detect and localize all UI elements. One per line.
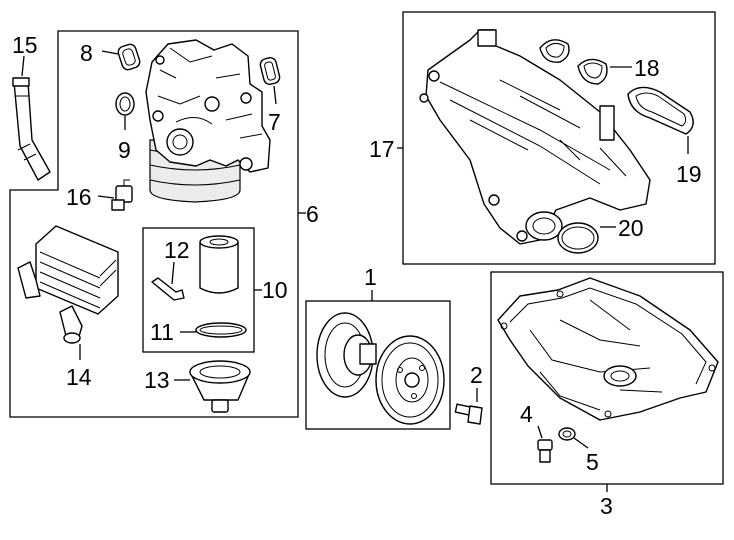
group-box-1 — [305, 300, 451, 430]
leader-12 — [171, 261, 175, 285]
manifold-gasket-18 — [539, 39, 608, 85]
callout-16: 16 — [66, 184, 92, 210]
callout-4: 4 — [520, 401, 533, 427]
drain-plug-gasket — [558, 427, 576, 441]
callout-10: 10 — [262, 277, 288, 303]
callout-2: 2 — [470, 362, 483, 388]
gasket-8 — [117, 43, 141, 71]
group-box-6 — [9, 30, 299, 418]
group-box-17 — [402, 11, 716, 265]
oil-filter-housing — [145, 39, 271, 203]
seal-9 — [115, 92, 135, 116]
callout-7: 7 — [268, 109, 281, 135]
drain-plug — [537, 439, 553, 463]
cooler-hose — [12, 77, 51, 181]
callout-11: 11 — [150, 319, 174, 345]
callout-3: 3 — [600, 493, 613, 519]
callout-15: 15 — [12, 32, 38, 58]
oil-filter-cap — [189, 360, 251, 413]
callout-9: 9 — [118, 137, 131, 163]
callout-8: 8 — [80, 40, 93, 66]
callout-14: 14 — [66, 364, 92, 390]
pulley-bolt — [454, 403, 483, 425]
pressure-sensor — [111, 179, 133, 211]
leader-16 — [97, 195, 115, 199]
leader-4 — [537, 425, 543, 439]
leader-5 — [573, 437, 589, 449]
manifold-gasket-19 — [627, 86, 694, 135]
callout-13: 13 — [144, 367, 170, 393]
callout-17: 17 — [369, 136, 395, 162]
callout-12: 12 — [164, 237, 190, 263]
leader-7 — [273, 85, 277, 105]
leader-15 — [21, 55, 25, 77]
callout-5: 5 — [586, 449, 599, 475]
gasket-7 — [259, 57, 281, 85]
callout-1: 1 — [364, 264, 377, 290]
oil-filter-o-ring — [195, 322, 247, 338]
throttle-body-gasket — [557, 222, 599, 254]
intake-manifold — [419, 29, 651, 245]
callout-18: 18 — [634, 55, 660, 81]
oil-pan — [497, 277, 719, 421]
oil-filter-element — [199, 235, 239, 294]
filter-clip — [151, 277, 185, 301]
callout-19: 19 — [676, 161, 702, 187]
callout-6: 6 — [306, 201, 319, 227]
crankshaft-pulley — [316, 312, 445, 425]
leader-8 — [101, 50, 119, 55]
callout-20: 20 — [618, 215, 644, 241]
oil-cooler — [17, 225, 119, 344]
